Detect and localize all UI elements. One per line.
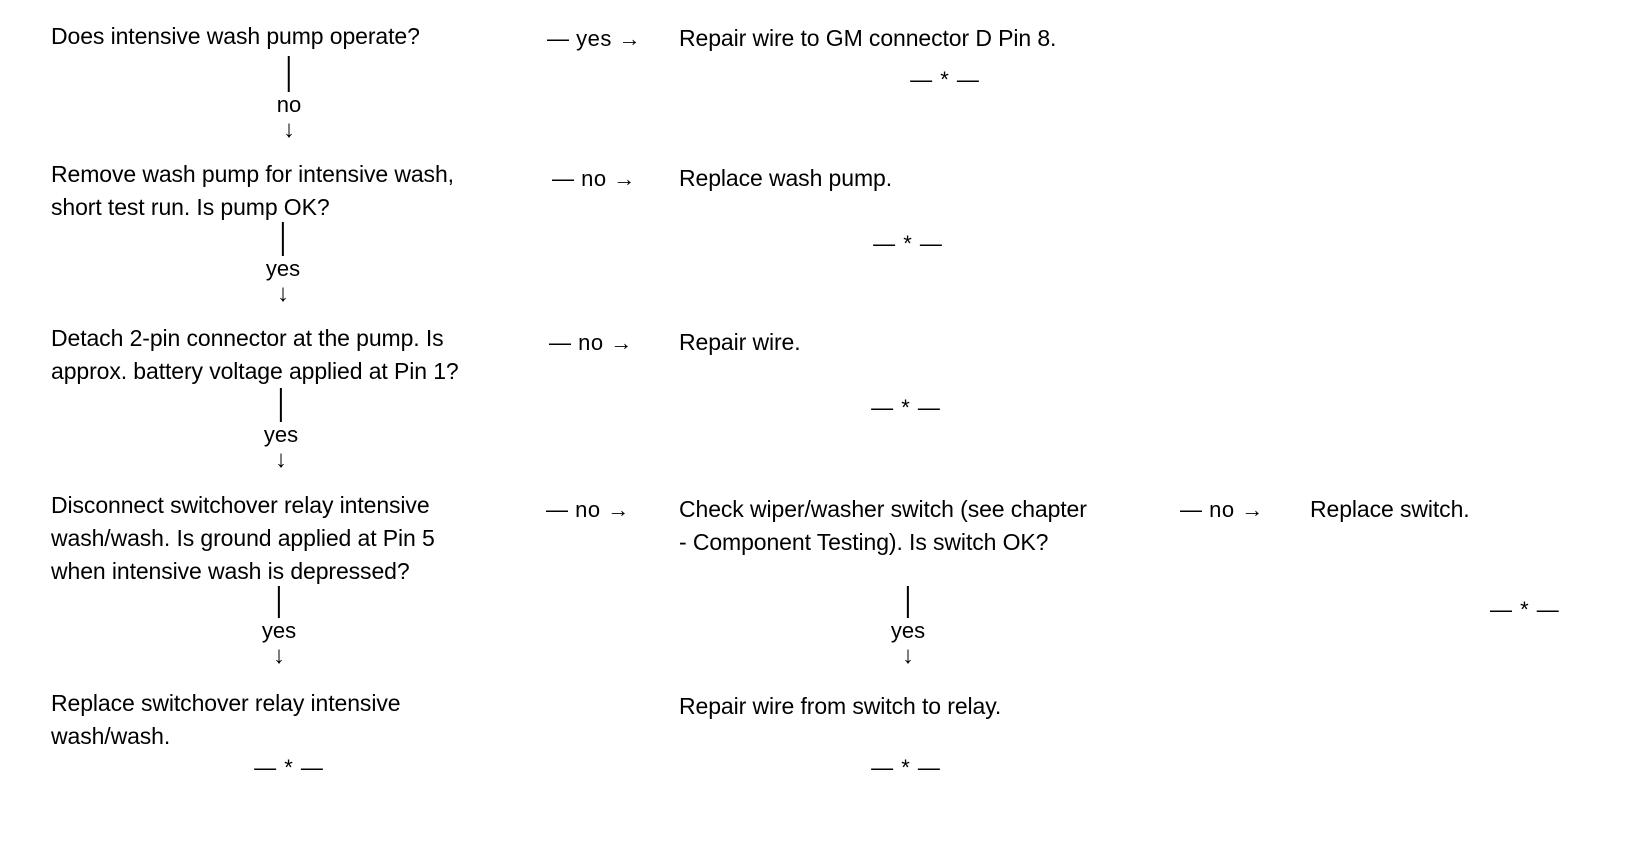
arrow-down-icon: ↓ [282,116,295,143]
connector-label-yes: yes [265,256,301,281]
node-question-detach-2-pin-connector: Detach 2-pin connector at the pump. Is a… [51,325,459,384]
node-action-repair-wire-switch-to-relay: Repair wire from switch to relay. [679,693,1002,719]
connector-label-yes: yes [261,618,297,643]
terminator-after-repair-wire-switch-relay: — * — [871,755,941,780]
connector-label-no: no [276,92,302,117]
node-question-disconnect-switchover-relay: Disconnect switchover relay intensive wa… [51,492,435,584]
connector-line [282,222,284,256]
connector-no-q3-to-a3: — no → [549,330,633,355]
node-question-check-wiper-washer-switch: Check wiper/washer switch (see chapter -… [679,496,1087,555]
connector-line [278,586,280,618]
arrow-down-icon: ↓ [277,280,289,307]
vertical-connector-yes-q5-a6: yes ↓ [890,586,926,669]
connector-line [907,586,909,618]
node-action-replace-wash-pump: Replace wash pump. [679,165,892,191]
node-action-repair-wire: Repair wire. [679,329,801,355]
node-action-replace-switch: Replace switch. [1310,496,1470,522]
terminator-after-repair-wire-gm: — * — [910,67,980,92]
arrow-down-icon: ↓ [273,642,285,669]
terminator-after-replace-switchover-relay: — * — [254,755,324,780]
connector-no-q4-to-q5: — no → [546,497,630,522]
terminator-after-replace-switch: — * — [1490,597,1560,622]
arrow-down-icon: ↓ [275,446,287,473]
terminator-after-repair-wire: — * — [871,395,941,420]
vertical-connector-yes-q4-a4: yes ↓ [261,586,297,669]
node-action-replace-switchover-relay: Replace switchover relay intensive wash/… [51,690,401,749]
vertical-connector-no-q1-q2: no ↓ [276,56,302,143]
node-action-repair-wire-gm-connector: Repair wire to GM connector D Pin 8. [679,25,1057,51]
connector-line [287,56,290,92]
connector-yes-q1-to-a1: — yes → [547,26,641,51]
connector-no-q2-to-a2: — no → [552,166,636,191]
vertical-connector-yes-q3-q4: yes ↓ [263,388,299,473]
connector-line [280,388,282,422]
terminator-after-replace-wash-pump: — * — [873,231,943,256]
node-question-remove-wash-pump: Remove wash pump for intensive wash, sho… [51,161,454,220]
arrow-down-icon: ↓ [902,642,914,669]
vertical-connector-yes-q2-q3: yes ↓ [265,222,301,307]
connector-no-q5-to-a5: — no → [1180,497,1264,522]
node-question-pump-operates: Does intensive wash pump operate? [51,23,420,49]
connector-label-yes: yes [890,618,926,643]
connector-label-yes: yes [263,422,299,447]
